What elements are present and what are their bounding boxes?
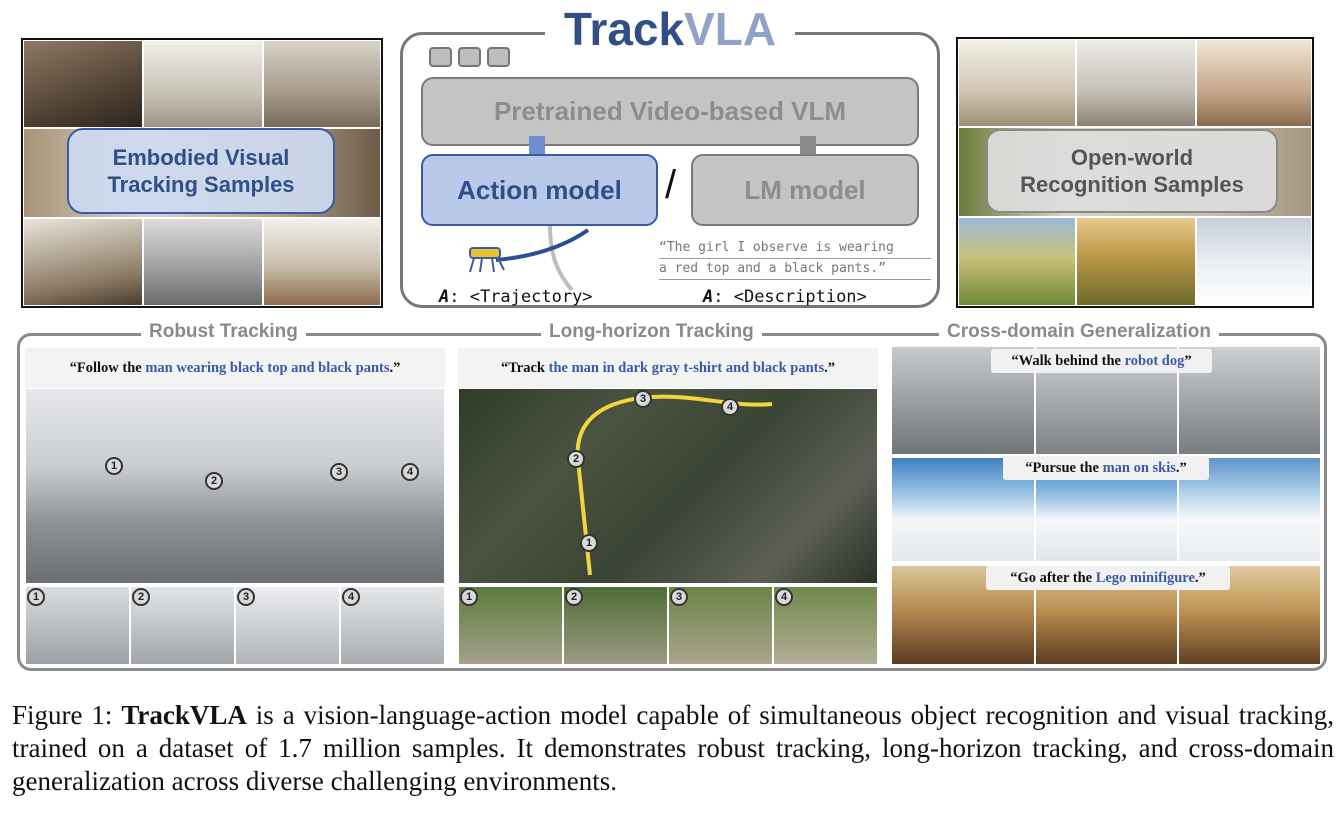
skier-instruction: “Pursue the man on skis.” bbox=[1003, 456, 1209, 480]
robust-main-photo bbox=[25, 388, 445, 584]
lm-model-block: LM model bbox=[691, 154, 919, 226]
sample-photo bbox=[263, 40, 381, 128]
sample-photo bbox=[1196, 39, 1312, 127]
sample-photo bbox=[958, 217, 1076, 306]
title-part1: Track bbox=[563, 3, 685, 55]
marker-3: 3 bbox=[237, 588, 255, 606]
caption-prefix: Figure 1: bbox=[12, 700, 122, 730]
quote-text: .” bbox=[1175, 459, 1187, 476]
quote-text: .” bbox=[1194, 569, 1206, 586]
caption-body: is a vision-language-action model capabl… bbox=[12, 700, 1335, 796]
output-letter: A bbox=[439, 287, 450, 307]
figure-caption: Figure 1: TrackVLA is a vision-language-… bbox=[12, 699, 1334, 798]
sample-photo bbox=[143, 218, 263, 306]
embodied-samples-grid: Embodied Visual Tracking Samples bbox=[21, 38, 383, 308]
quote-text: “Track bbox=[500, 359, 545, 376]
section-title-long-horizon: Long-horizon Tracking bbox=[541, 321, 762, 343]
caption-model-name: TrackVLA bbox=[121, 700, 247, 730]
sample-photo bbox=[958, 39, 1076, 127]
marker-1: 1 bbox=[27, 588, 45, 606]
embodied-label-line2: Tracking Samples bbox=[107, 172, 295, 197]
lego-instruction: “Go after the Lego minifigure.” bbox=[986, 566, 1230, 590]
sample-photo bbox=[1076, 217, 1196, 306]
model-separator: / bbox=[665, 163, 677, 207]
sample-photo bbox=[263, 218, 381, 306]
marker-2: 2 bbox=[132, 588, 150, 606]
open-world-samples-label: Open-world Recognition Samples bbox=[986, 129, 1278, 213]
long-horizon-instruction: “Track the man in dark gray t-shirt and … bbox=[458, 348, 878, 388]
description-line: a red top and a black pants.” bbox=[659, 259, 931, 280]
trajectory-curve bbox=[495, 228, 590, 262]
quote-text: “Walk behind the bbox=[1011, 352, 1121, 369]
robot-dog-instruction: “Walk behind the robot dog” bbox=[991, 349, 1212, 373]
quote-text: .” bbox=[389, 359, 401, 376]
marker-4: 4 bbox=[775, 588, 793, 606]
description-line: “The girl I observe is wearing bbox=[659, 238, 931, 259]
quote-text: “Follow the bbox=[69, 359, 142, 376]
marker-1: 1 bbox=[105, 457, 123, 475]
window-button-icon bbox=[458, 47, 481, 67]
open-world-label-line1: Open-world bbox=[1070, 144, 1194, 170]
marker-3: 3 bbox=[330, 463, 348, 481]
action-model-block: Action model bbox=[421, 154, 658, 226]
section-title-cross-domain: Cross-domain Generalization bbox=[939, 321, 1219, 343]
sample-photo bbox=[23, 218, 143, 306]
marker-3: 3 bbox=[634, 390, 652, 408]
embodied-samples-label: Embodied Visual Tracking Samples bbox=[67, 128, 335, 214]
marker-1: 1 bbox=[580, 534, 598, 552]
trajectory-output: A: <Trajectory> bbox=[439, 287, 593, 307]
title-part2: VLA bbox=[684, 3, 777, 55]
long-horizon-frame bbox=[773, 586, 878, 665]
action-model-label: Action model bbox=[457, 174, 622, 205]
output-letter: A bbox=[703, 287, 714, 307]
marker-4: 4 bbox=[721, 398, 739, 416]
pretrained-vlm-label: Pretrained Video-based VLM bbox=[493, 96, 847, 126]
sample-photo bbox=[143, 40, 263, 128]
open-world-samples-grid: Open-world Recognition Samples bbox=[956, 37, 1314, 308]
marker-2: 2 bbox=[205, 472, 223, 490]
quote-highlight: man on skis bbox=[1102, 459, 1176, 476]
quote-highlight: Lego minifigure bbox=[1095, 569, 1195, 586]
description-output: A: <Description> bbox=[703, 287, 867, 307]
window-button-icon bbox=[487, 47, 510, 67]
sample-photo bbox=[1076, 39, 1196, 127]
section-title-robust: Robust Tracking bbox=[141, 321, 306, 343]
output-text: : <Description> bbox=[713, 287, 867, 307]
window-button-icon bbox=[429, 47, 452, 67]
quote-text: “Go after the bbox=[1010, 569, 1093, 586]
quote-highlight: the man in dark gray t-shirt and black p… bbox=[548, 359, 825, 376]
marker-1: 1 bbox=[460, 588, 478, 606]
marker-3: 3 bbox=[670, 588, 688, 606]
lm-model-label: LM model bbox=[744, 174, 866, 205]
satellite-map bbox=[458, 388, 878, 584]
open-world-label-line2: Recognition Samples bbox=[1020, 172, 1244, 197]
quote-highlight: robot dog bbox=[1124, 352, 1185, 369]
trajectory-curve bbox=[548, 225, 574, 292]
embodied-label-line1: Embodied Visual bbox=[112, 144, 290, 170]
pretrained-vlm-block: Pretrained Video-based VLM bbox=[421, 77, 919, 146]
robust-instruction: “Follow the man wearing black top and bl… bbox=[25, 348, 445, 388]
quote-text: .” bbox=[824, 359, 836, 376]
sample-photo bbox=[23, 40, 143, 128]
output-text: : <Trajectory> bbox=[449, 287, 593, 307]
marker-2: 2 bbox=[567, 450, 585, 468]
trackvla-title: TrackVLA bbox=[545, 2, 795, 56]
marker-2: 2 bbox=[565, 588, 583, 606]
quote-highlight: man wearing black top and black pants bbox=[145, 359, 390, 376]
robot-dog-icon bbox=[469, 247, 505, 273]
quote-text: ” bbox=[1184, 352, 1192, 369]
marker-4: 4 bbox=[401, 463, 419, 481]
description-example: “The girl I observe is wearing a red top… bbox=[659, 238, 931, 280]
marker-4: 4 bbox=[342, 588, 360, 606]
quote-text: “Pursue the bbox=[1025, 459, 1099, 476]
sample-photo bbox=[1196, 217, 1312, 306]
trackvla-model-panel: Pretrained Video-based VLM Action model … bbox=[400, 32, 940, 308]
robot-dog-frame bbox=[891, 346, 1035, 455]
